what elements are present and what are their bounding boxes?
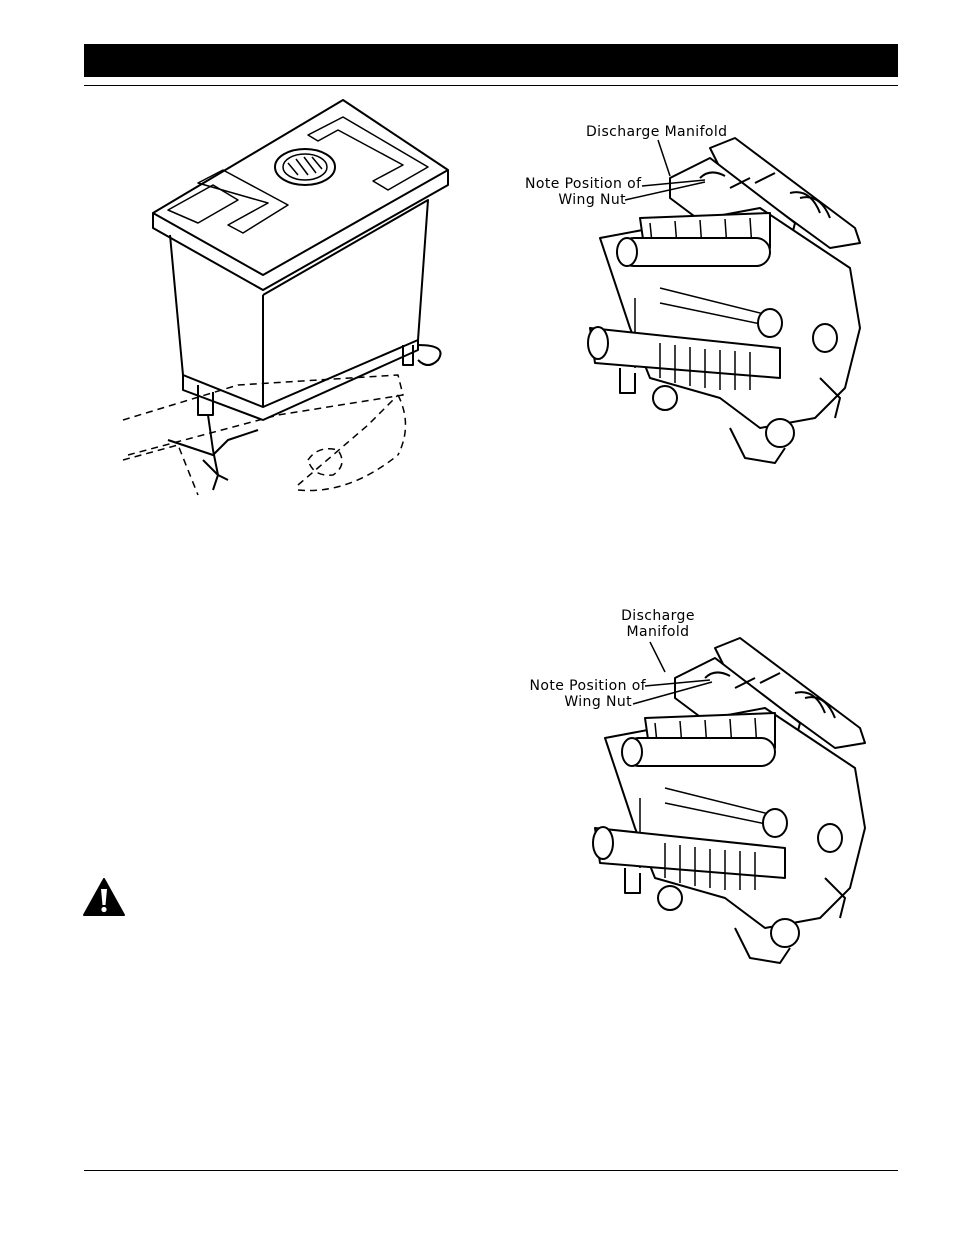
hopper-illustration	[118, 95, 458, 510]
label-discharge-top-line: Discharge	[621, 608, 695, 624]
label-wing-nut-top: Wing Nut	[558, 192, 626, 208]
header-rule	[84, 85, 898, 86]
footer-rule	[84, 1170, 898, 1171]
warning-triangle-icon	[83, 878, 125, 916]
leader-lines-bottom	[632, 641, 713, 705]
header-bar	[84, 44, 898, 77]
label-wing-nut-bottom: Wing Nut	[564, 694, 632, 710]
label-discharge-manifold-top: Discharge Manifold	[586, 124, 728, 140]
label-manifold-line: Manifold	[626, 624, 690, 640]
leader-lines-top	[624, 139, 706, 201]
label-note-position-bottom: Note Position of	[529, 678, 646, 694]
label-note-position-top: Note Position of	[525, 176, 642, 192]
